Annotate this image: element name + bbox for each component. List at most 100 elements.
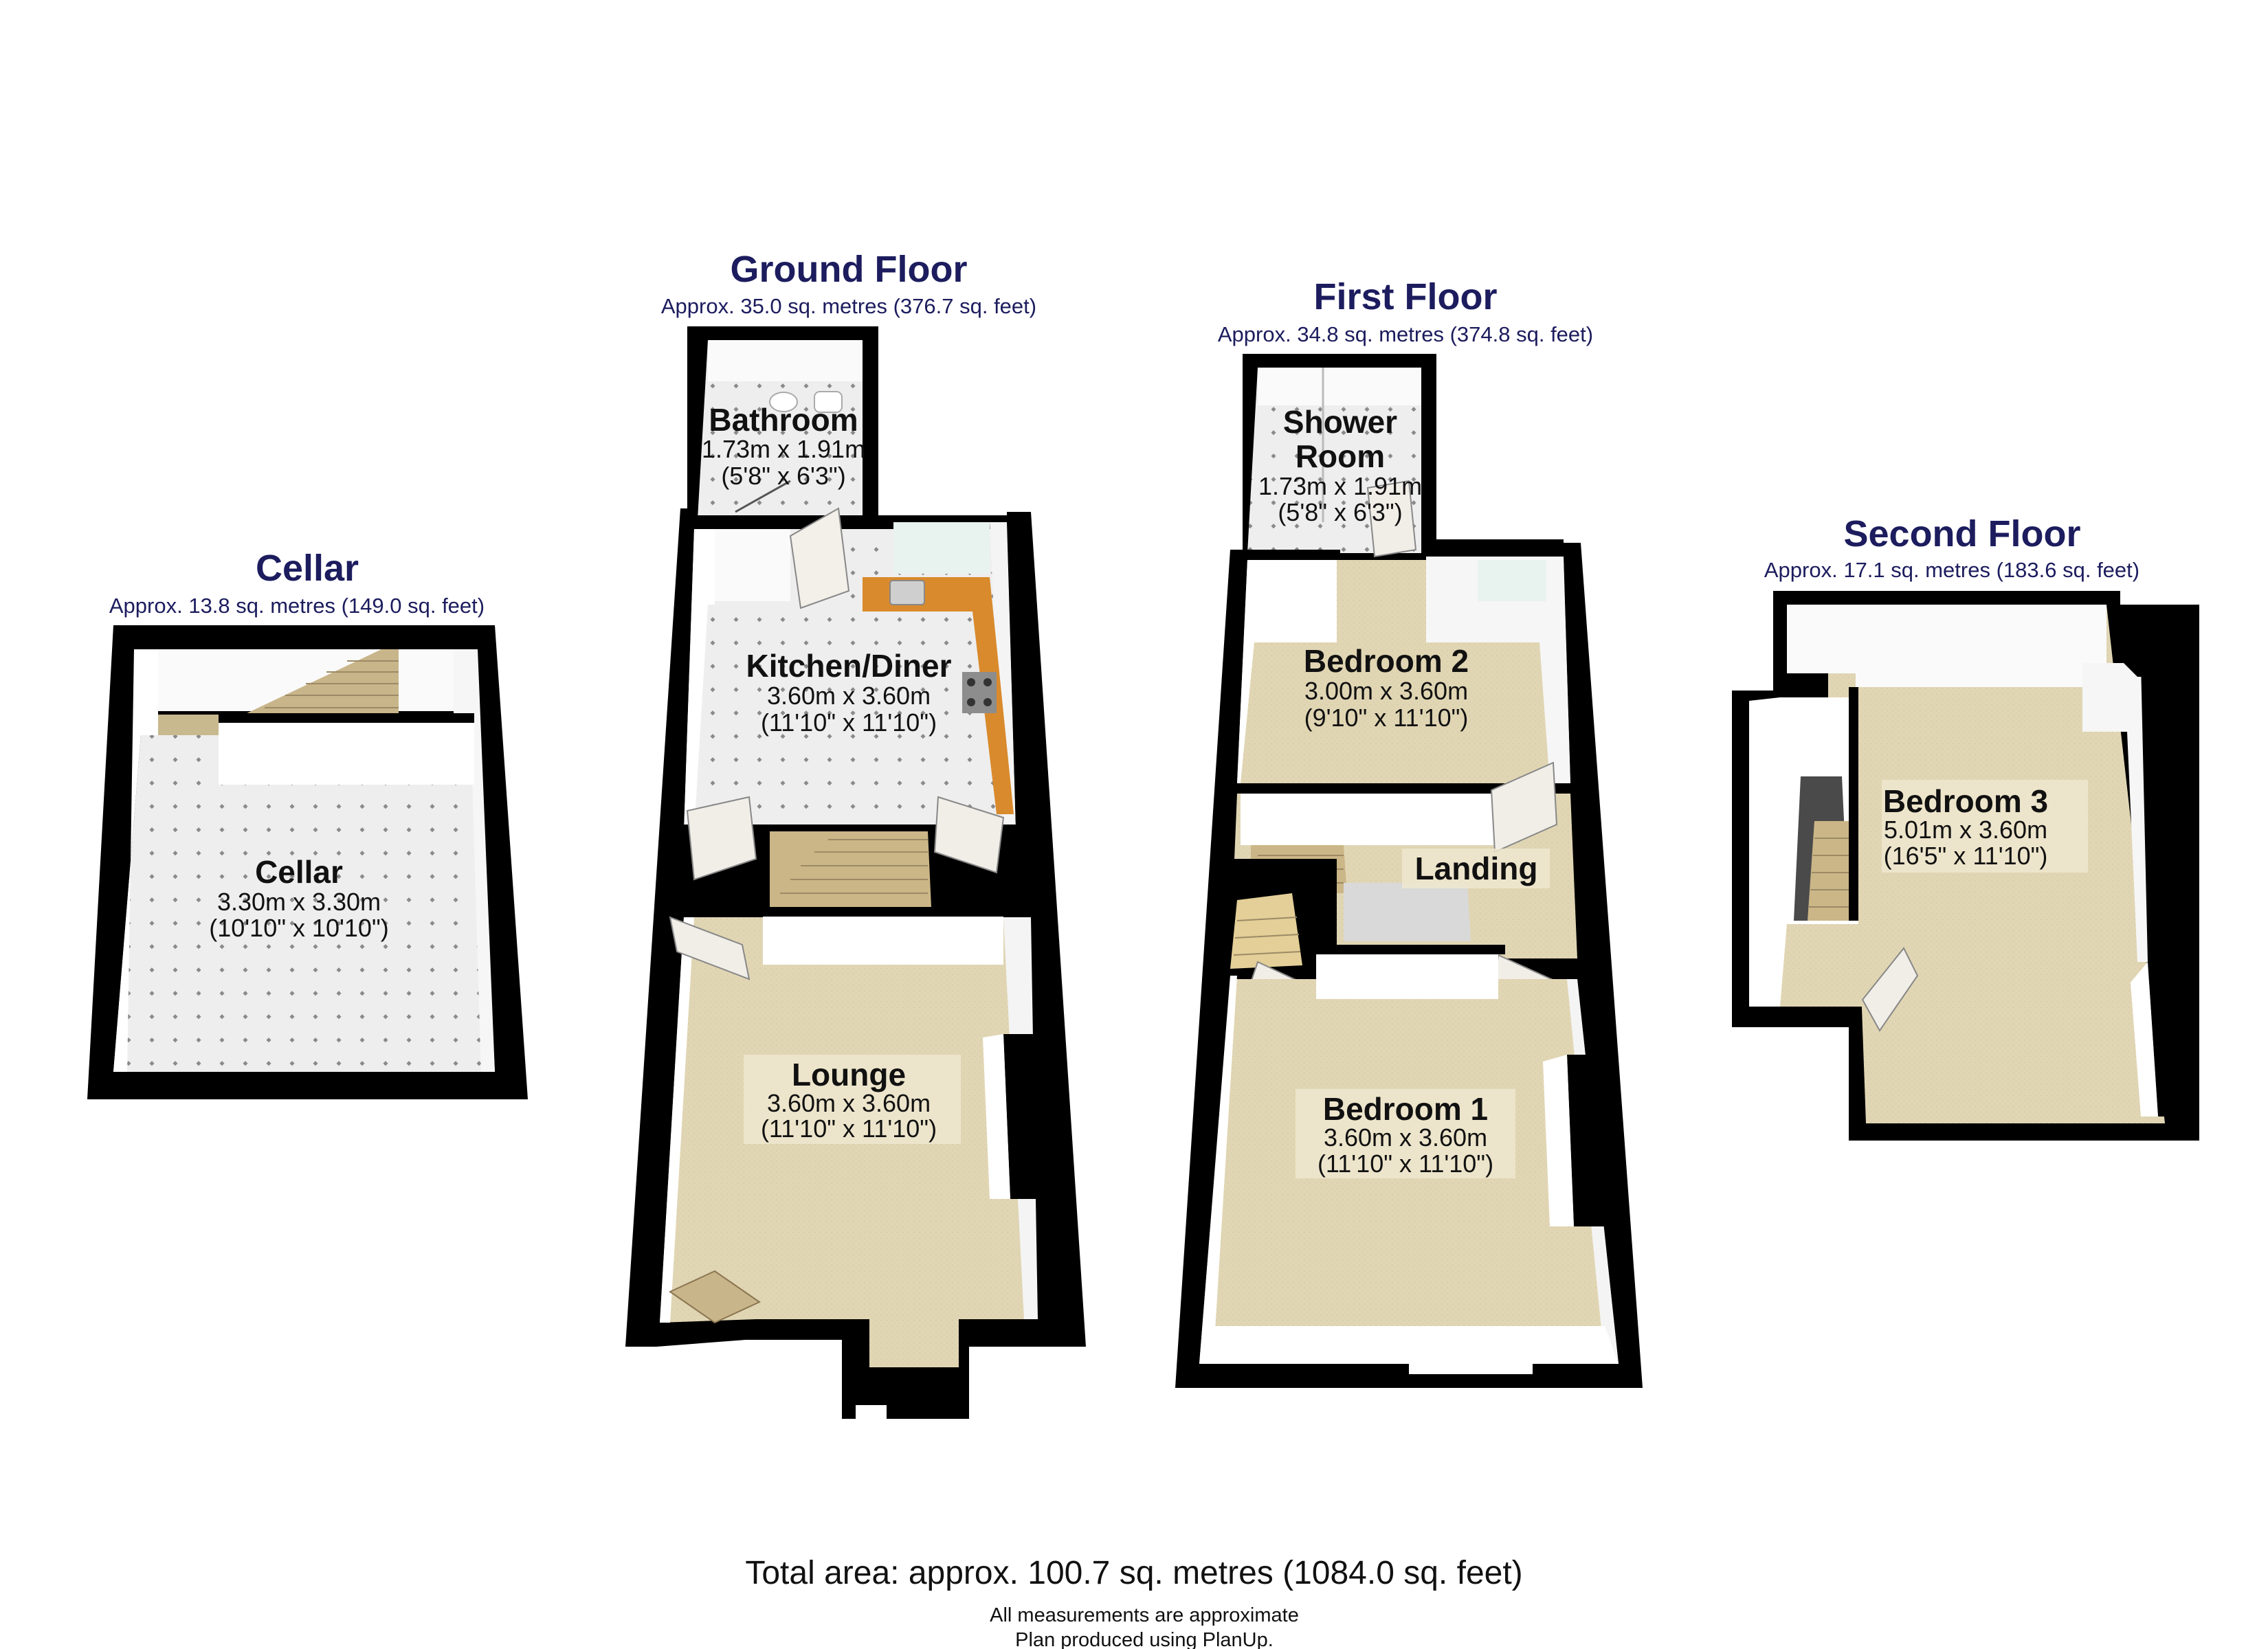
shower-door <box>1366 480 1417 558</box>
lounge-wall-face-left <box>660 917 694 1323</box>
second-landing-floor <box>1780 924 1866 1007</box>
sink-icon <box>889 580 925 605</box>
landing-name: Landing <box>1415 851 1538 886</box>
bedroom2-bottom-wall <box>1234 783 1570 793</box>
bathroom-toilet-icon <box>814 391 843 413</box>
first-area: Approx. 34.8 sq. metres (374.8 sq. feet) <box>1218 322 1593 346</box>
bedroom3-name: Bedroom 3 <box>1883 783 2048 819</box>
bathroom-door <box>789 507 850 609</box>
lounge-label-bg <box>744 1055 961 1144</box>
landing-door-right <box>1490 761 1558 853</box>
second-title: Second Floor <box>1843 513 2080 554</box>
kitchen-name: Kitchen/Diner <box>746 648 951 684</box>
kitchen-window <box>893 522 990 574</box>
bedroom3-chimney-lower-face <box>2131 962 2158 1117</box>
lounge-door <box>669 916 751 980</box>
bedroom2-name: Bedroom 2 <box>1304 643 1469 679</box>
bathroom-dim-ft: (5'8" x 6'3") <box>721 462 845 490</box>
bedroom3-chimney-right <box>2120 612 2172 677</box>
bedroom3-chimney-lower <box>2148 962 2192 1117</box>
shower-bottom-wall <box>1237 550 1340 559</box>
bedroom1-back-wall <box>1316 954 1498 999</box>
bedroom1-chimney-face <box>1543 1055 1574 1226</box>
lounge-dim-m: 3.60m x 3.60m <box>767 1089 931 1117</box>
kitchen-wall-face-right <box>990 522 1016 831</box>
landing-wall-face <box>1241 794 1512 845</box>
bathroom-dim-m: 1.73m x 1.91m <box>702 435 865 463</box>
bedroom3-dim-ft: (16'5" x 11'10") <box>1884 842 2048 870</box>
bedroom3-label-bg <box>1882 780 2088 873</box>
ground-title: Ground Floor <box>731 249 968 290</box>
bedroom2-wall-left <box>1237 560 1337 783</box>
bedroom1-label-bg <box>1296 1089 1515 1178</box>
kitchen-dim-ft: (11'10" x 11'10") <box>761 708 937 737</box>
shower-dim-ft: (5'8" x 6'3") <box>1278 498 1402 526</box>
landing-stairs-down-lines <box>1233 917 1301 956</box>
first-floor: First Floor Approx. 34.8 sq. metres (374… <box>1175 276 1643 1388</box>
cellar-floor: Cellar Approx. 13.8 sq. metres (149.0 sq… <box>87 548 528 1099</box>
shower-name-line2: Room <box>1296 438 1385 474</box>
landing-stairs-down <box>1230 893 1302 969</box>
ground-stairs <box>770 831 931 907</box>
hob-icon <box>962 672 997 713</box>
second-door <box>1861 947 1919 1032</box>
cellar-title: Cellar <box>256 548 359 589</box>
bedroom3-back-wall <box>1787 605 2106 687</box>
cellar-room-dim-m: 3.30m x 3.30m <box>217 888 381 916</box>
second-floor: Second Floor Approx. 17.1 sq. metres (18… <box>1732 513 2199 1141</box>
cellar-room-dim-ft: (10'10" x 10'10") <box>209 914 388 942</box>
bedroom1-front-wall-face <box>1199 1326 1619 1364</box>
landing-label-bg <box>1402 849 1550 888</box>
bedroom1-name: Bedroom 1 <box>1323 1091 1488 1127</box>
shower-back-wall <box>1258 368 1421 405</box>
bedroom1-wall-left <box>1199 976 1237 1364</box>
cellar-floor-tiles <box>113 735 495 1072</box>
bedroom1-dim-m: 3.60m x 3.60m <box>1324 1123 1487 1152</box>
bedroom1-chimney <box>1567 1055 1605 1226</box>
cellar-partition-wall <box>219 713 474 723</box>
bathroom-name: Bathroom <box>709 402 858 438</box>
bedroom2-dim-m: 3.00m x 3.60m <box>1304 677 1468 705</box>
ground-stair-lines <box>780 839 928 894</box>
cellar-room-name: Cellar <box>255 854 343 890</box>
landing-balustrade <box>1344 883 1471 941</box>
cellar-area: Approx. 13.8 sq. metres (149.0 sq. feet) <box>109 594 485 618</box>
bathroom-bottom-wall <box>694 515 869 525</box>
kitchen-worktop <box>863 577 1014 814</box>
lounge-chimney-face <box>983 1034 1010 1199</box>
bedroom2-wall-right <box>1426 557 1570 783</box>
cellar-wall-face-right <box>454 649 495 1072</box>
cellar-partition-face <box>219 723 474 785</box>
lounge-top-wall <box>763 907 1034 917</box>
bedroom3-wall-right <box>2082 663 2148 962</box>
lounge-chimney-breast <box>1003 1034 1055 1199</box>
kitchen-dim-m: 3.60m x 3.60m <box>767 682 931 710</box>
ground-area: Approx. 35.0 sq. metres (376.7 sq. feet) <box>661 294 1036 318</box>
cellar-stairs <box>244 649 399 715</box>
lounge-name: Lounge <box>792 1057 906 1092</box>
ground-floor: Ground Floor Approx. 35.0 sq. metres (37… <box>625 249 1086 1419</box>
kitchen-wall-face-left <box>684 529 715 831</box>
note-measurements: All measurements are approximate <box>990 1604 1299 1626</box>
bathroom-floor <box>698 340 863 519</box>
footer: Total area: approx. 100.7 sq. metres (10… <box>745 1555 1522 1649</box>
note-produced-by: Plan produced using PlanUp. <box>1015 1629 1274 1649</box>
ground-door-right <box>933 796 1005 874</box>
bedroom1-window <box>1409 1364 1533 1374</box>
bathroom-basin-icon <box>769 392 798 412</box>
cellar-wall-face-left <box>113 649 158 1072</box>
second-stairs <box>1808 821 1856 921</box>
second-stair-lines <box>1809 838 1854 908</box>
bathroom-back-wall <box>708 340 863 381</box>
lounge-back-wall <box>763 917 1003 965</box>
lounge-dim-ft: (11'10" x 11'10") <box>761 1114 937 1143</box>
bedroom1-dim-ft: (11'10" x 11'10") <box>1318 1149 1493 1178</box>
shower-name-line1: Shower <box>1283 404 1397 440</box>
lounge-front-door <box>668 1270 761 1324</box>
bedroom2-window <box>1478 560 1546 601</box>
bedroom1-top-wall <box>1316 945 1505 954</box>
ground-door-left <box>686 796 757 881</box>
second-area: Approx. 17.1 sq. metres (183.6 sq. feet) <box>1764 558 2139 582</box>
shower-dim-m: 1.73m x 1.91m <box>1258 472 1422 500</box>
